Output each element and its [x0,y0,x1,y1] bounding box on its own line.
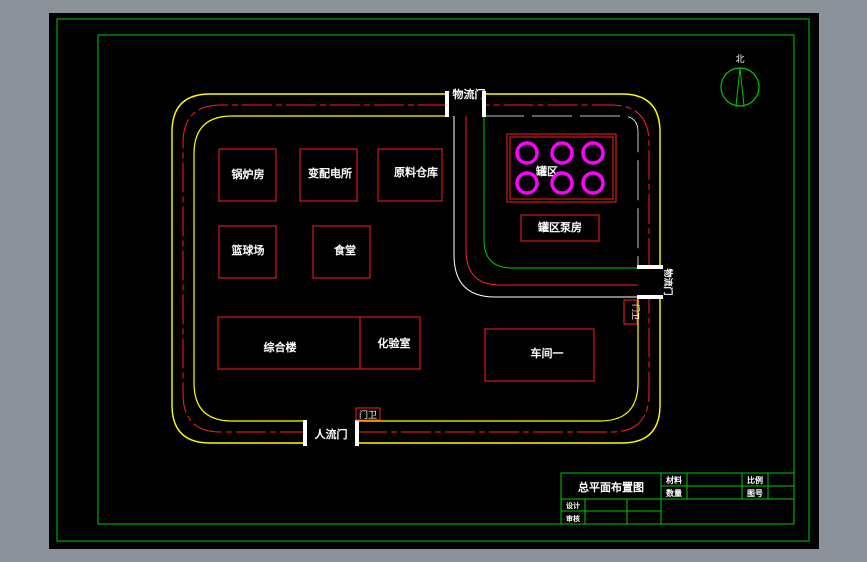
substation [299,148,358,202]
outer-border [56,18,810,542]
canteen-label: 食堂 [334,243,356,257]
drawing-title: 总平面布置图 [578,480,644,494]
tank-area [506,133,617,203]
centerline-inner-road [465,116,638,286]
title-block-text: 总平面布置图 材料 数量 比例 图号 设计 审核 [566,475,763,523]
road-centerline [182,104,650,433]
tank-pump-room [520,214,600,242]
north-gate-post-right [482,91,486,117]
compass-north-label: 北 [735,54,744,65]
raw-warehouse [377,148,443,202]
centerline-west [182,104,448,433]
road-inner-south [357,297,639,422]
south-guard-label: 门卫 [359,409,377,421]
scale-label: 比例 [747,475,763,485]
tank-pump-room-label: 罐区泵房 [537,220,582,234]
building-labels: 锅炉房 变配电所 原料仓库 篮球场 食堂 综合楼 化验室 罐区 罐区泵房 车间一 [231,164,583,360]
basketball-court [218,225,277,279]
road-outer-west [171,93,448,444]
south-gate-post-left [303,420,307,446]
north-compass: 北 [720,54,760,107]
basketball-court-label: 篮球场 [231,243,265,257]
tank-3 [581,141,605,165]
road-outer-south [357,297,661,444]
material-label: 材料 [666,475,682,485]
inner-road-edge-b [483,116,638,269]
south-gate-post-right [355,420,359,446]
centerline-south [357,297,650,433]
tank-area-label: 罐区 [535,164,558,178]
drawing-no-label: 图号 [747,489,763,498]
east-gate-post-top [637,265,663,269]
centerline-east [484,104,650,268]
canteen [312,225,371,279]
road-outer-east [484,93,661,268]
raw-warehouse-label: 原料仓库 [394,165,438,179]
reviewer-label: 审核 [566,514,580,523]
compass-arrow-icon [735,67,745,107]
east-guard-house [623,299,638,325]
boiler-room [218,148,277,202]
laboratory [359,316,421,370]
boundary-road-inner [193,115,639,422]
substation-label: 变配电所 [308,166,352,180]
laboratory-label: 化验室 [378,336,411,350]
title-block [560,472,795,525]
tank-4 [515,171,539,195]
east-guard-label: 门卫 [631,304,641,320]
office-building-label: 综合楼 [264,340,297,354]
tank-area-fence [484,115,639,268]
drawing-paper [49,13,819,549]
quantity-label: 数量 [666,488,682,498]
inner-border [97,34,795,525]
designer-label: 设计 [566,501,580,510]
workshop-1 [484,328,595,382]
south-guard-house [355,407,381,421]
east-gate-post-bottom [637,295,663,299]
north-gate-post-left [445,91,449,117]
tank-2 [550,141,574,165]
workshop-1-label: 车间一 [531,346,564,360]
logistics-gate-label: 物流门 [453,87,486,101]
east-gate-label: 物流门 [662,268,674,295]
tank-area-inner [509,136,614,200]
boiler-room-label: 锅炉房 [232,167,265,181]
tank-5 [550,171,574,195]
people-gate-label: 人流门 [315,427,348,441]
tank-1 [515,141,539,165]
tank-6 [581,171,605,195]
road-inner-west [193,115,448,422]
storage-tanks [515,141,605,195]
buildings [217,133,617,382]
inner-road-edge-a [453,116,638,298]
